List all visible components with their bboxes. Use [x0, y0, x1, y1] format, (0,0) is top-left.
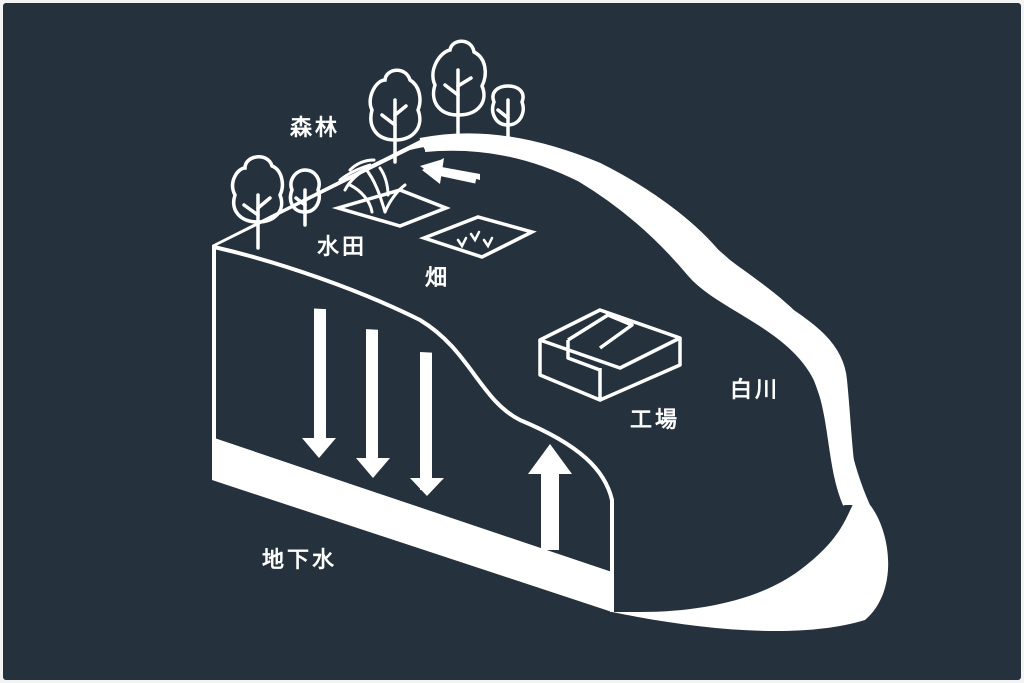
tree-icon: [230, 155, 285, 250]
river-inner-bank: [424, 146, 847, 506]
upland-field-plot: [418, 215, 537, 259]
soil-top-edge: [213, 245, 614, 575]
tree-icon: [431, 39, 488, 140]
factory-building-icon: [538, 308, 682, 402]
label-river: 白川: [730, 378, 781, 403]
paddy-field-plot: [331, 188, 451, 228]
tree-icon: [490, 84, 525, 142]
tree-icon: [368, 68, 422, 164]
tree-icon: [288, 168, 321, 227]
land-surface: [214, 143, 855, 612]
soil-body: [214, 247, 612, 572]
label-paddy-field: 水田: [317, 235, 368, 260]
forest-outflow-arrow: [420, 158, 480, 184]
label-forest: 森林: [290, 116, 341, 141]
river-channel-fill: [420, 135, 860, 505]
down-arrow-icon: [410, 352, 444, 496]
up-arrow-icon: [528, 444, 572, 550]
label-upland-field: 畑: [425, 266, 451, 291]
label-groundwater: 地下水: [262, 548, 338, 573]
front-face-outline: [212, 247, 614, 612]
down-arrow-icon: [302, 308, 336, 458]
down-arrow-icon: [356, 329, 390, 478]
label-factory: 工場: [630, 408, 681, 433]
